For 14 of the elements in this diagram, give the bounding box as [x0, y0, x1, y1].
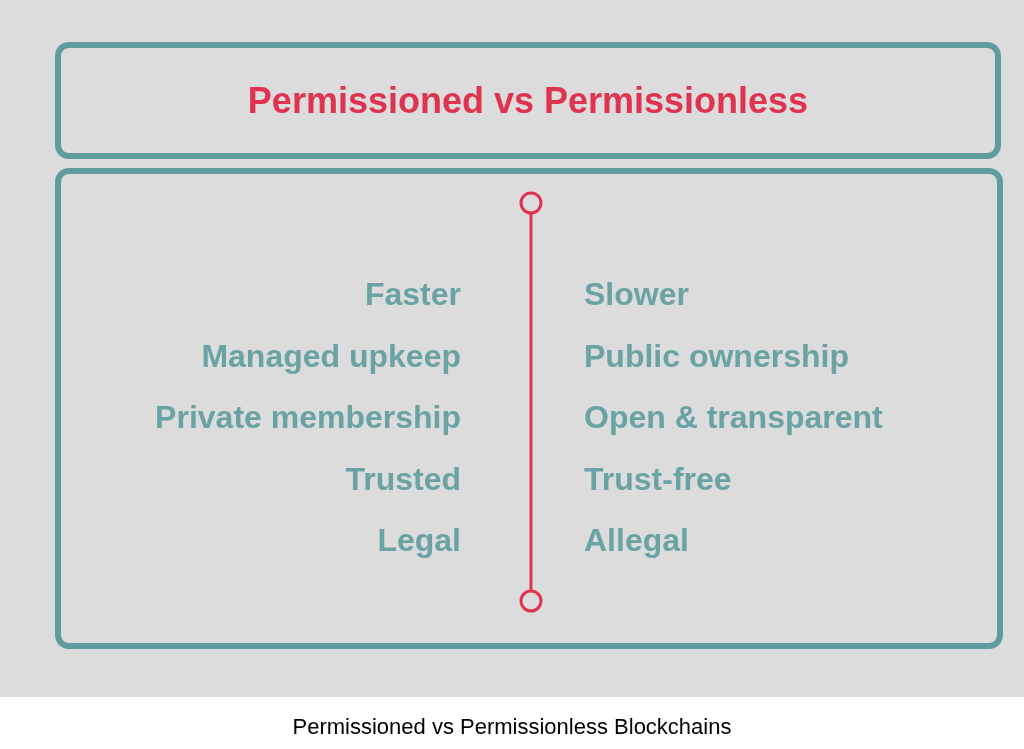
title-box [55, 42, 1001, 159]
title-text: Permissioned vs Permissionless [247, 78, 809, 123]
comparison-item: Managed upkeep [201, 336, 461, 376]
comparison-item: Slower [584, 275, 689, 314]
comparison-item: Trust-free [584, 459, 732, 499]
comparison-item: Legal [377, 521, 461, 560]
comparison-item: Private membership [155, 398, 461, 437]
comparison-item: Allegal [584, 521, 689, 560]
comparison-item: Faster [364, 275, 461, 314]
comparison-item: Open & transparent [584, 398, 883, 437]
comparison-item: Public ownership [584, 336, 849, 376]
content-box [55, 168, 1003, 649]
caption: Permissioned vs Permissionless Blockchains [291, 713, 733, 741]
comparison-item: Trusted [345, 459, 461, 499]
